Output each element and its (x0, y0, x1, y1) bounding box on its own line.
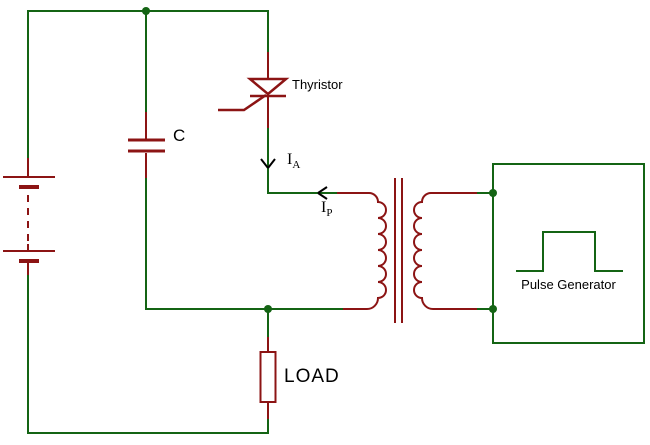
pulse-transformer-icon (337, 178, 477, 323)
load-resistor-icon (259, 337, 277, 419)
junction-dot (142, 7, 150, 15)
anode-current-label: IA (287, 151, 301, 172)
anode-current-arrow (260, 158, 276, 169)
junction-dot (489, 305, 497, 313)
capacitor-label: C (173, 126, 186, 145)
load-label: LOAD (284, 366, 340, 387)
anode-current-symbol: I (287, 151, 293, 168)
anode-current-subscript: A (292, 159, 301, 172)
primary-current-symbol: I (321, 199, 327, 216)
thyristor-label: Thyristor (292, 77, 343, 92)
junction-dot (489, 189, 497, 197)
primary-current-subscript: P (326, 207, 333, 220)
junction-dot (264, 305, 272, 313)
square-pulse-icon (516, 231, 623, 272)
primary-current-label: IP (321, 199, 333, 220)
capacitor-icon (128, 112, 165, 178)
battery-icon (3, 158, 55, 275)
pulse-generator-label: Pulse Generator (521, 277, 616, 292)
primary-current-arrow (317, 186, 328, 200)
thyristor-icon (218, 52, 290, 128)
pulse-generator-box (492, 163, 645, 344)
